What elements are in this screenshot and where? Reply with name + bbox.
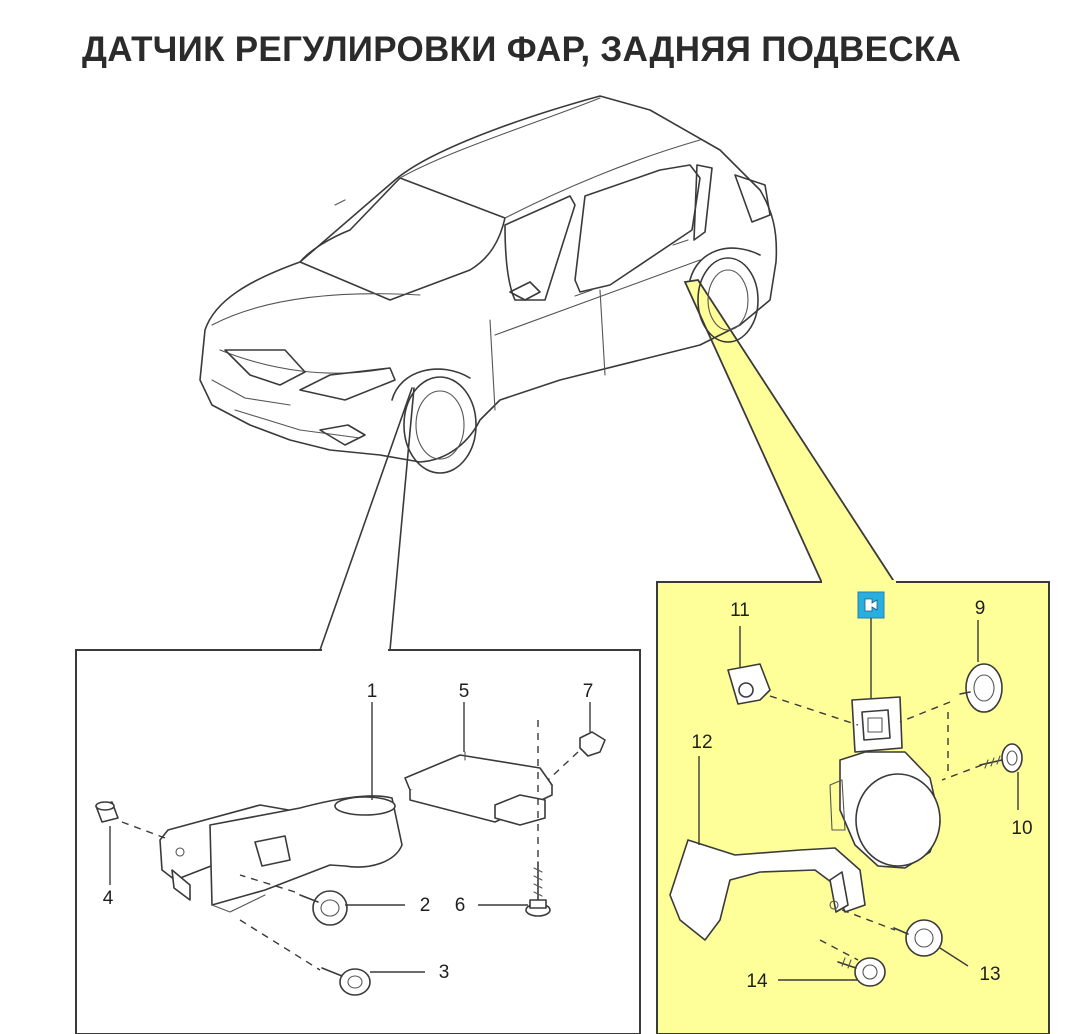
front-assembly-lines (121, 720, 579, 971)
front-control-module (404, 751, 553, 826)
callout-7: 7 (583, 681, 594, 702)
front-bolt-6 (525, 861, 551, 917)
rear-sensor-arm (669, 839, 866, 941)
callout-11: 11 (730, 600, 750, 621)
front-callout-lines (319, 387, 415, 651)
front-leaders (109, 702, 591, 973)
front-clip-7 (579, 731, 606, 757)
rear-level-sensor (829, 696, 941, 869)
callout-2: 2 (420, 895, 431, 916)
rear-panel-top-gap (822, 580, 896, 584)
callout-6: 6 (455, 895, 466, 916)
front-callout-numbers: 1 2 3 4 5 6 7 (103, 681, 594, 983)
callout-12: 12 (691, 732, 712, 753)
page-title: ДАТЧИК РЕГУЛИРОВКИ ФАР, ЗАДНЯЯ ПОДВЕСКА (82, 30, 962, 69)
front-panel-top-gap (322, 648, 388, 652)
front-bolt-2 (299, 890, 348, 926)
rear-clip-11 (727, 663, 771, 705)
front-bolt-3 (321, 967, 371, 996)
rear-leaders (698, 620, 1019, 981)
camera-view-icon (857, 591, 885, 619)
rear-bolt-13 (893, 919, 943, 957)
callout-5: 5 (459, 681, 470, 702)
rear-bolt-9 (959, 663, 1003, 713)
rear-callout-numbers: 9 10 11 12 13 14 (691, 598, 1032, 992)
callout-10: 10 (1011, 818, 1032, 839)
rear-assembly-lines (769, 695, 983, 961)
callout-3: 3 (439, 962, 450, 983)
rear-callout-beam (683, 279, 897, 584)
callout-1: 1 (367, 681, 378, 702)
rear-bolt-14 (837, 957, 886, 987)
callout-14: 14 (746, 971, 768, 992)
callout-9: 9 (975, 598, 986, 619)
callout-13: 13 (979, 964, 1000, 985)
front-level-sensor (209, 795, 403, 913)
rear-bolt-10 (979, 743, 1023, 773)
car-illustration (199, 95, 778, 474)
front-bolt-4 (95, 801, 119, 823)
callout-4: 4 (103, 888, 114, 909)
